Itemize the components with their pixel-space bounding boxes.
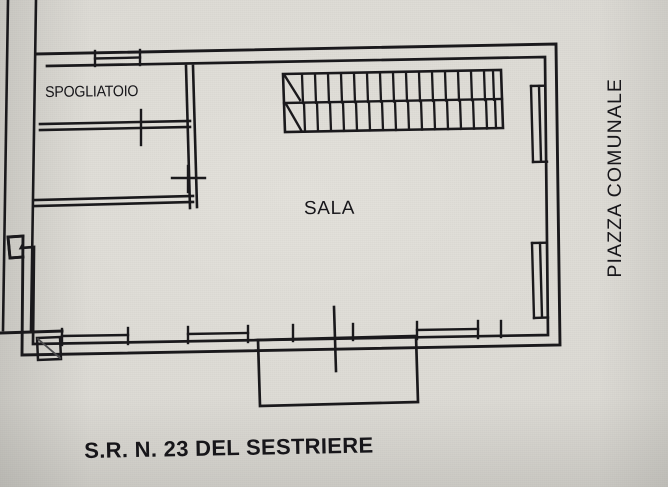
ground-line-left [0, 329, 64, 335]
spogliatoio-partition-vertical [184, 64, 199, 210]
door-markers [139, 108, 207, 194]
paper-shadow-left [0, 0, 90, 487]
step-marker [35, 335, 63, 362]
window-right-upper [529, 84, 549, 164]
window-top [93, 48, 142, 68]
street-label-piazza-comunale: PIAZZA COMUNALE [604, 78, 626, 278]
paper-shadow-bottom [0, 397, 668, 487]
property-boundary-lines [1, 0, 38, 332]
street-label-strada-regionale: S.R. N. 23 DEL SESTRIERE [84, 432, 374, 463]
entrance-porch [256, 334, 420, 408]
staircase [281, 68, 505, 134]
left-alcove [6, 234, 25, 260]
windows-bottom [60, 319, 503, 347]
paper-shadow-right [598, 0, 668, 487]
door-marker-entrance [332, 305, 338, 373]
window-right-lower [530, 241, 550, 320]
building-inner-wall [18, 55, 550, 346]
room-label-spogliatoio: SPOGLIATOIO [45, 82, 139, 101]
spogliatoio-lower-wall [33, 194, 195, 208]
room-label-sala: SALA [303, 197, 356, 220]
spogliatoio-partition-horizontal [38, 119, 192, 132]
